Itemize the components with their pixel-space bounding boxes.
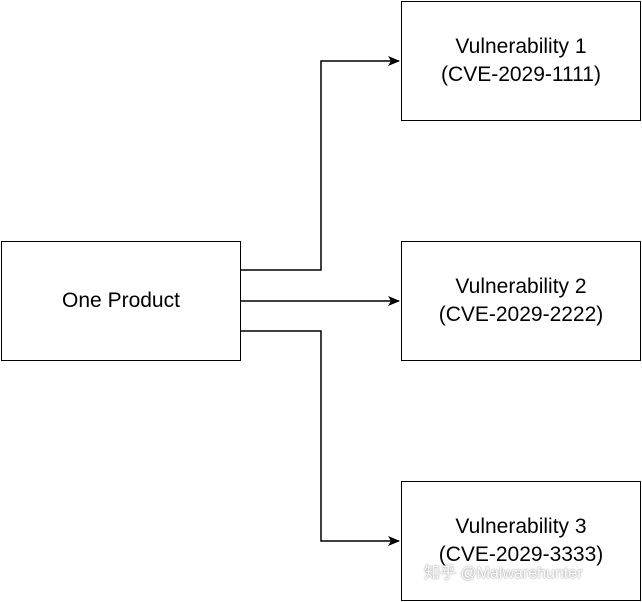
vulnerability-2-box: Vulnerability 2 (CVE-2029-2222) <box>401 241 641 361</box>
vulnerability-3-box: Vulnerability 3 (CVE-2029-3333) <box>401 481 641 601</box>
connector-to-vulnerability-1 <box>241 56 400 271</box>
vulnerability-2-title: Vulnerability 2 <box>455 275 587 298</box>
vulnerability-1-title: Vulnerability 1 <box>455 35 587 58</box>
product-label: One Product <box>62 289 180 312</box>
product-box: One Product <box>1 241 241 361</box>
vulnerability-3-cve-id: (CVE-2029-3333) <box>438 543 604 566</box>
vulnerability-1-box: Vulnerability 1 (CVE-2029-1111) <box>401 1 641 121</box>
vulnerability-1-cve-id: (CVE-2029-1111) <box>441 63 601 86</box>
connector-to-vulnerability-3 <box>241 330 400 546</box>
vulnerability-3-title: Vulnerability 3 <box>455 515 587 538</box>
watermark: 知乎 @Malwarehunter <box>424 565 583 582</box>
vulnerability-2-cve-id: (CVE-2029-2222) <box>438 303 604 326</box>
